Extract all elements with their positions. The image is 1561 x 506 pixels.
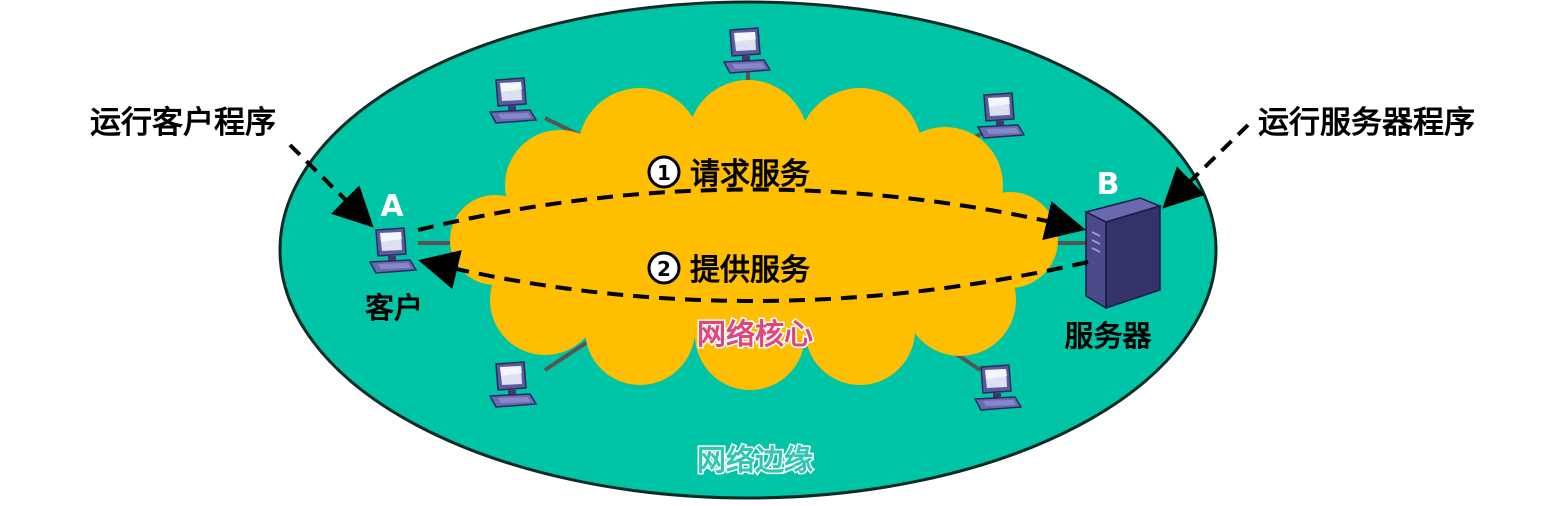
step-number: 1 bbox=[657, 161, 671, 185]
server-program-caption: 运行服务器程序 bbox=[1258, 105, 1475, 141]
network-core-label: 网络核心 bbox=[697, 317, 813, 351]
host-a-label: A bbox=[380, 189, 404, 224]
step-number: 2 bbox=[657, 257, 671, 281]
step-request: 1 请求服务 bbox=[647, 155, 810, 192]
host-b-label: B bbox=[1097, 167, 1120, 202]
step-label: 提供服务 bbox=[690, 253, 810, 288]
network-core-cloud bbox=[450, 80, 1058, 390]
server-tower-icon bbox=[1083, 197, 1163, 310]
client-program-pointer-arrow bbox=[288, 143, 374, 228]
step-response: 2 提供服务 bbox=[647, 251, 810, 288]
network-edge-label: 网络边缘 bbox=[697, 443, 813, 477]
server-label: 服务器 bbox=[1064, 319, 1152, 353]
client-label: 客户 bbox=[365, 291, 423, 325]
client-program-caption: 运行客户程序 bbox=[90, 105, 276, 141]
step-number-badge bbox=[647, 155, 681, 189]
server-program-pointer-arrow bbox=[1162, 123, 1250, 209]
step-number-badge bbox=[647, 251, 681, 285]
response-arrow bbox=[418, 250, 1089, 303]
step-label: 请求服务 bbox=[690, 157, 810, 192]
